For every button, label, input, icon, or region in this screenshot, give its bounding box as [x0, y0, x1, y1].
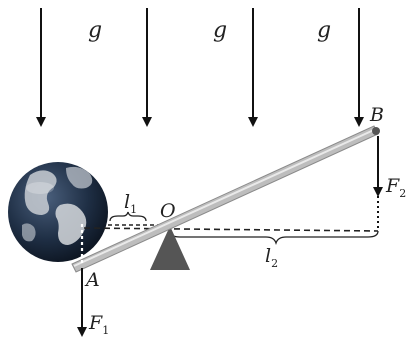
lever-bar-icon — [71, 125, 379, 273]
arm-l1-brace — [109, 211, 147, 222]
gravity-label: g — [317, 18, 331, 43]
arm-l2-sub: 2 — [271, 257, 278, 270]
arm-l2-main: l — [265, 245, 271, 267]
force-f1-sub: 1 — [102, 324, 109, 337]
gravity-label: g — [213, 18, 227, 43]
arm-l1-label: l1 — [124, 191, 137, 216]
point-o-label: O — [160, 200, 176, 222]
force-f1-main: F — [88, 312, 103, 334]
horizontal-reference-line — [83, 227, 379, 232]
fulcrum-triangle-icon — [150, 226, 190, 270]
gravity-arrows — [36, 8, 364, 127]
point-b-label: B — [369, 104, 384, 126]
arm-l1-sub: 1 — [130, 203, 137, 216]
gravity-label: g — [88, 18, 102, 43]
force-f2-sub: 2 — [399, 187, 406, 200]
point-a-label: A — [84, 269, 100, 291]
force-f2-main: F — [385, 175, 400, 197]
force-f1-label: F1 — [88, 312, 109, 337]
arm-l1-main: l — [124, 191, 130, 213]
arm-l2-label: l2 — [265, 245, 278, 270]
point-b-marker — [372, 127, 380, 135]
arm-l2-brace — [169, 230, 379, 246]
force-f2-label: F2 — [385, 175, 406, 200]
earth-globe-icon — [8, 162, 108, 262]
